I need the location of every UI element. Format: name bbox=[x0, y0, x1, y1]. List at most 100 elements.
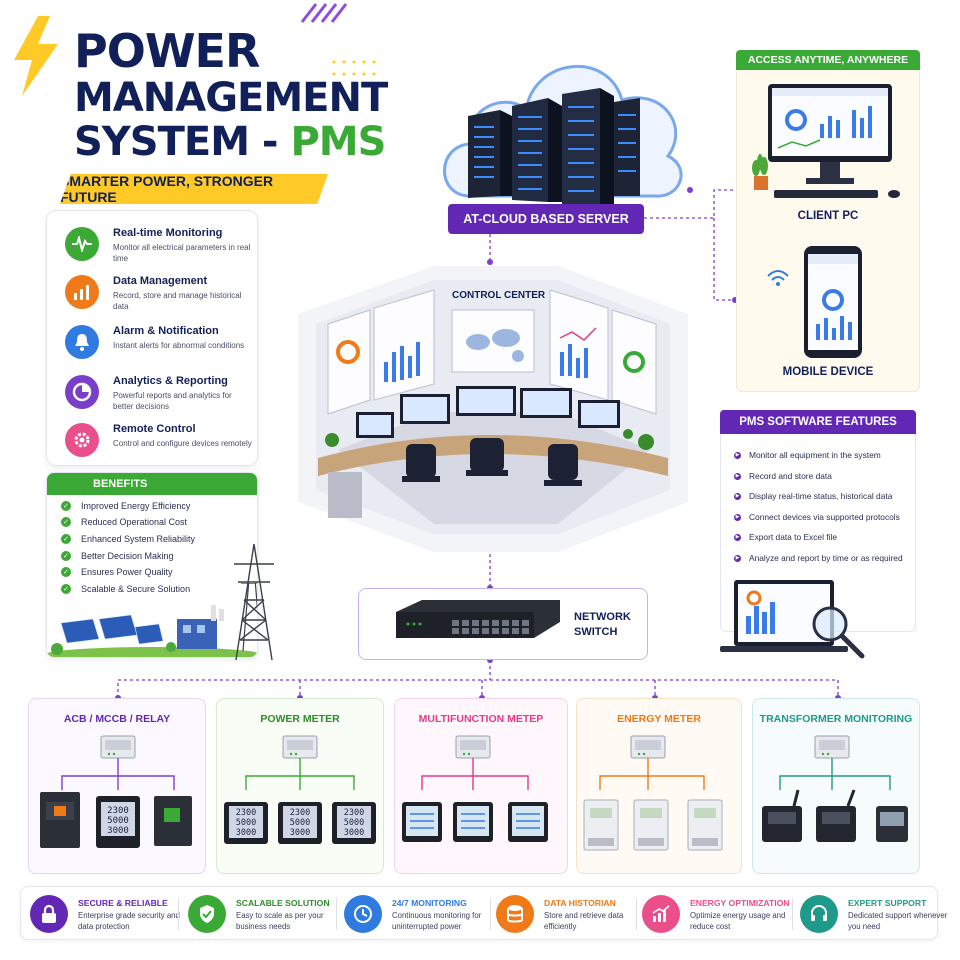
device-group-title: MULTIFUNCTION METEP bbox=[418, 713, 544, 725]
trend-up-icon bbox=[642, 895, 680, 933]
check-icon: ✓ bbox=[61, 534, 71, 544]
laptop-magnifier-illustration bbox=[720, 580, 865, 659]
bottom-item-title: DATA HISTORIAN bbox=[544, 898, 616, 908]
bottom-item-scalable: SCALABLE SOLUTION Easy to scale as per y… bbox=[188, 892, 338, 936]
pm3-reading-1: 2300 bbox=[344, 808, 364, 818]
clock-icon bbox=[344, 895, 382, 933]
feature-item: Real-time Monitoring Monitor all electri… bbox=[65, 223, 255, 269]
multifunction-meter-3 bbox=[508, 802, 548, 842]
benefit-label: Scalable & Secure Solution bbox=[81, 584, 191, 594]
arrow-icon: ▶ bbox=[734, 492, 741, 500]
software-feature-label: Monitor all equipment in the system bbox=[749, 450, 881, 460]
bottom-item-title: SCALABLE SOLUTION bbox=[236, 898, 330, 908]
benefit-label: Better Decision Making bbox=[81, 551, 174, 561]
software-feature-item: ▶ Analyze and report by time or as requir… bbox=[734, 553, 903, 563]
arrow-icon: ▶ bbox=[734, 451, 741, 459]
pm2-reading-1: 2300 bbox=[290, 808, 310, 818]
bottom-item-desc: Dedicated support whenever you need bbox=[848, 911, 948, 931]
access-heading: ACCESS ANYTIME, ANYWHERE bbox=[736, 50, 920, 70]
title-line-3: SYSTEM - PMS bbox=[74, 122, 387, 162]
switch-label-line-1: NETWORK bbox=[574, 611, 631, 623]
benefit-label: Improved Energy Efficiency bbox=[81, 501, 191, 511]
bottom-item-title: 24/7 MONITORING bbox=[392, 898, 467, 908]
software-feature-item: ▶Display real-time status, historical da… bbox=[734, 491, 892, 501]
transformer-monitor-3 bbox=[876, 806, 908, 842]
feature-desc: Monitor all electrical parameters in rea… bbox=[113, 243, 251, 263]
pm1-reading-1: 2300 bbox=[236, 808, 256, 818]
feature-title: Real-time Monitoring bbox=[113, 227, 223, 239]
software-feature-item: ▶ Export data to Excel file bbox=[734, 532, 837, 542]
bell-icon bbox=[65, 325, 99, 359]
arrow-icon: ▶ bbox=[734, 554, 741, 562]
benefit-item: ✓Reduced Operational Cost bbox=[61, 517, 187, 527]
shield-check-icon bbox=[188, 895, 226, 933]
software-feature-label: Export data to Excel file bbox=[749, 532, 837, 542]
divider bbox=[336, 898, 337, 930]
divider bbox=[178, 898, 179, 930]
server-rack bbox=[468, 88, 640, 206]
bottom-item-title: ENERGY OPTIMIZATION bbox=[690, 898, 790, 908]
page-title: POWER MANAGEMENT SYSTEM - PMS bbox=[74, 28, 388, 162]
client-pc-illustration bbox=[752, 84, 900, 198]
software-feature-label: Analyze and report by time or as require… bbox=[749, 553, 903, 563]
feature-item: Alarm & Notification Instant alerts for … bbox=[65, 321, 255, 367]
feature-desc: Control and configure devices remotely bbox=[113, 439, 252, 448]
check-icon: ✓ bbox=[61, 584, 71, 594]
bottom-features-strip bbox=[20, 886, 938, 940]
bottom-item-desc: Easy to scale as per your business needs bbox=[236, 911, 324, 931]
arrow-icon: ▶ bbox=[734, 513, 741, 521]
bottom-item-desc: Optimize energy usage and reduce cost bbox=[690, 911, 786, 931]
benefit-item: ✓Ensures Power Quality bbox=[61, 567, 173, 577]
title-line-3-main: SYSTEM - bbox=[74, 119, 291, 165]
gear-icon bbox=[65, 423, 99, 457]
software-feature-label: Connect devices via supported protocols bbox=[749, 512, 900, 522]
title-accent: PMS bbox=[290, 119, 386, 165]
relay-reading-2: 5000 bbox=[107, 816, 129, 826]
bottom-item-title: SECURE & RELIABLE bbox=[78, 898, 168, 908]
software-feature-label: Record and store data bbox=[749, 471, 832, 481]
device-group-title: POWER METER bbox=[260, 713, 340, 725]
pie-chart-icon bbox=[65, 375, 99, 409]
feature-item: Remote Control Control and configure dev… bbox=[65, 419, 255, 465]
bar-chart-icon bbox=[65, 275, 99, 309]
bottom-item-monitoring: 24/7 MONITORING Continuous monitoring fo… bbox=[344, 892, 494, 936]
features-card: Real-time Monitoring Monitor all electri… bbox=[46, 210, 258, 466]
pm1-reading-2: 5000 bbox=[236, 818, 256, 828]
pm3-reading-3: 3000 bbox=[344, 828, 364, 838]
headset-icon bbox=[800, 895, 838, 933]
device-group-title: ENERGY METER bbox=[617, 713, 701, 725]
benefit-item: ✓ Scalable & Secure Solution bbox=[61, 584, 190, 594]
device-group-multifunction: MULTIFUNCTION METEP bbox=[394, 698, 568, 874]
device-group-title: ACB / MCCB / RELAY bbox=[63, 713, 171, 725]
bottom-item-optimization: ENERGY OPTIMIZATION Optimize energy usag… bbox=[642, 892, 792, 936]
software-feature-item: ▶ Record and store data bbox=[734, 471, 832, 481]
transformer-monitor-2 bbox=[816, 789, 856, 842]
control-center-label: CONTROL CENTER bbox=[452, 290, 546, 301]
transmission-tower-illustration bbox=[234, 543, 274, 661]
arrow-icon: ▶ bbox=[734, 533, 741, 541]
feature-title: Alarm & Notification bbox=[113, 325, 219, 337]
database-icon bbox=[496, 895, 534, 933]
software-features-heading: PMS SOFTWARE FEATURES bbox=[720, 410, 916, 434]
pm2-reading-2: 5000 bbox=[290, 818, 310, 828]
tagline-banner: SMARTER POWER, STRONGER FUTURE bbox=[60, 174, 328, 204]
divider bbox=[636, 898, 637, 930]
control-center-illustration bbox=[298, 266, 688, 552]
arrow-icon: ▶ bbox=[734, 472, 741, 480]
device-group-title: TRANSFORMER MONITORING bbox=[759, 713, 913, 725]
title-line-2: MANAGEMENT bbox=[74, 75, 388, 121]
relay-reading-1: 2300 bbox=[107, 806, 129, 816]
bottom-item-secure: SECURE & RELIABLE Enterprise grade secur… bbox=[30, 892, 180, 936]
feature-item: Analytics & Reporting Powerful reports a… bbox=[65, 371, 255, 417]
software-feature-item: ▶ Monitor all equipment in the system bbox=[734, 450, 881, 460]
check-icon: ✓ bbox=[61, 517, 71, 527]
transformer-monitor-1 bbox=[762, 789, 802, 842]
multifunction-meter-1 bbox=[402, 802, 442, 842]
lightning-bolt-icon bbox=[14, 16, 58, 96]
